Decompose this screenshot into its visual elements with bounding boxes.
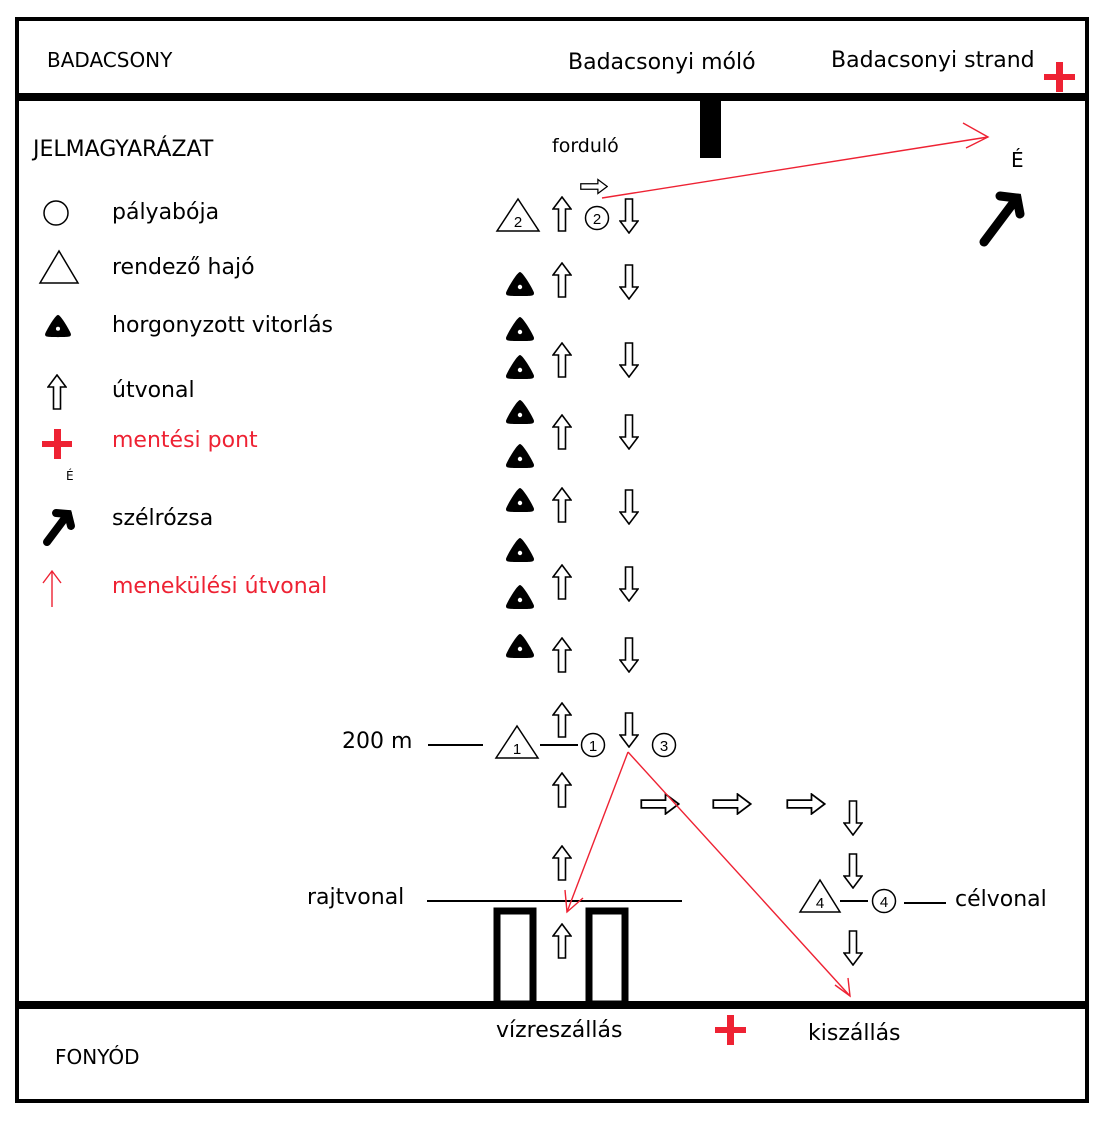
distance-label: 200 m (342, 729, 413, 754)
anchored-sailboat-icon (506, 634, 534, 658)
anchored-sailboat-icon (506, 538, 534, 562)
route-arrow-icon (619, 414, 639, 450)
route-arrow-icon (619, 566, 639, 602)
route-arrow-icon (619, 342, 639, 378)
buoy-2: 2 (584, 205, 610, 231)
route-arrow-icon (47, 374, 67, 410)
anchored-sailboat-icon (506, 444, 534, 468)
launch-label: vízreszállás (496, 1018, 623, 1043)
route-arrow-icon (619, 198, 639, 234)
svg-text:1: 1 (589, 738, 597, 755)
svg-text:2: 2 (514, 214, 522, 231)
route-arrow-icon (552, 196, 572, 232)
buoy-3: 3 (651, 732, 677, 758)
legend-label-escape-route: menekülési útvonal (112, 574, 328, 599)
launch-dock-left (493, 907, 537, 1008)
legend-label-committee-boat: rendező hajó (112, 255, 255, 280)
pier-label: Badacsonyi móló (568, 50, 756, 75)
route-up-column (552, 196, 572, 959)
anchored-sailboat-icon (506, 317, 534, 341)
route-arrow-icon (552, 414, 572, 450)
south-town-label: FONYÓD (55, 1045, 140, 1069)
route-down-column (619, 198, 639, 748)
route-arrow-icon (552, 845, 572, 881)
legend-title: JELMAGYARÁZAT (33, 137, 214, 162)
route-arrow-icon (552, 772, 572, 808)
course-buoy-icon (43, 200, 69, 226)
route-arrow-icon (552, 923, 572, 959)
route-arrow-icon (619, 264, 639, 300)
north-town-label: BADACSONY (47, 48, 173, 72)
route-arrow-icon (552, 702, 572, 738)
committee-boat-4: 4 (798, 878, 842, 913)
beach-label: Badacsonyi strand (831, 48, 1035, 73)
svg-text:3: 3 (660, 738, 668, 755)
route-arrow-icon (552, 487, 572, 523)
rescue-point-icon (42, 429, 72, 459)
legend-wind-rose-letter: É (66, 469, 74, 483)
map-frame (15, 17, 1089, 1103)
anchored-sailboat-icon (506, 272, 534, 296)
route-arrow-icon (786, 793, 826, 815)
anchored-sailboat-icon (506, 585, 534, 609)
route-arrow-icon (843, 853, 863, 889)
svg-text:1: 1 (513, 741, 521, 758)
compass-letter: É (1011, 148, 1024, 172)
legend-label-wind-rose: szélrózsa (112, 506, 214, 531)
route-arrow-icon (712, 793, 752, 815)
finish-line-label: célvonal (955, 887, 1047, 912)
start-line-label: rajtvonal (307, 885, 405, 910)
turn-arrow-icon (580, 178, 608, 195)
svg-text:4: 4 (816, 895, 824, 912)
escape-routes (564, 122, 990, 998)
turn-label: forduló (552, 135, 619, 157)
anchored-sailboats (506, 272, 534, 658)
north-shoreline (17, 93, 1087, 101)
committee-boat-icon (38, 249, 80, 284)
anchored-sailboat-icon (506, 400, 534, 424)
route-arrow-icon (619, 489, 639, 525)
route-arrow-icon (552, 342, 572, 378)
wind-rose-icon (43, 509, 75, 546)
committee-boat-2: 2 (495, 197, 541, 232)
anchored-sailboat-icon (506, 488, 534, 512)
committee-boat-1: 1 (494, 724, 540, 759)
pier (700, 98, 721, 158)
route-arrow-icon (552, 262, 572, 298)
buoy-4: 4 (871, 888, 897, 914)
buoy-1: 1 (580, 732, 606, 758)
route-arrow-icon (552, 637, 572, 673)
route-arrow-icon (619, 637, 639, 673)
svg-text:4: 4 (880, 894, 888, 911)
legend-label-buoy: pályabója (112, 200, 220, 225)
landing-label: kiszállás (808, 1021, 901, 1046)
route-arrow-icon (619, 712, 639, 748)
anchored-sailboat-icon (506, 355, 534, 379)
svg-text:2: 2 (593, 211, 601, 228)
escape-route-icon (42, 569, 62, 607)
south-shoreline (17, 1001, 1087, 1009)
wind-rose-icon (979, 191, 1025, 247)
rescue-point-icon (1044, 62, 1075, 92)
route-to-finish (640, 793, 863, 966)
rescue-point-icon (715, 1015, 746, 1045)
launch-dock-right (585, 907, 629, 1008)
legend-label-route: útvonal (112, 378, 195, 403)
anchored-sailboat-icon (45, 314, 71, 338)
route-arrow-icon (843, 930, 863, 966)
route-arrow-icon (640, 793, 680, 815)
route-arrow-icon (552, 564, 572, 600)
legend-icons (38, 200, 80, 607)
legend-label-rescue-point: mentési pont (112, 428, 258, 453)
legend-label-anchored-sailboat: horgonyzott vitorlás (112, 313, 334, 338)
route-arrow-icon (843, 800, 863, 836)
